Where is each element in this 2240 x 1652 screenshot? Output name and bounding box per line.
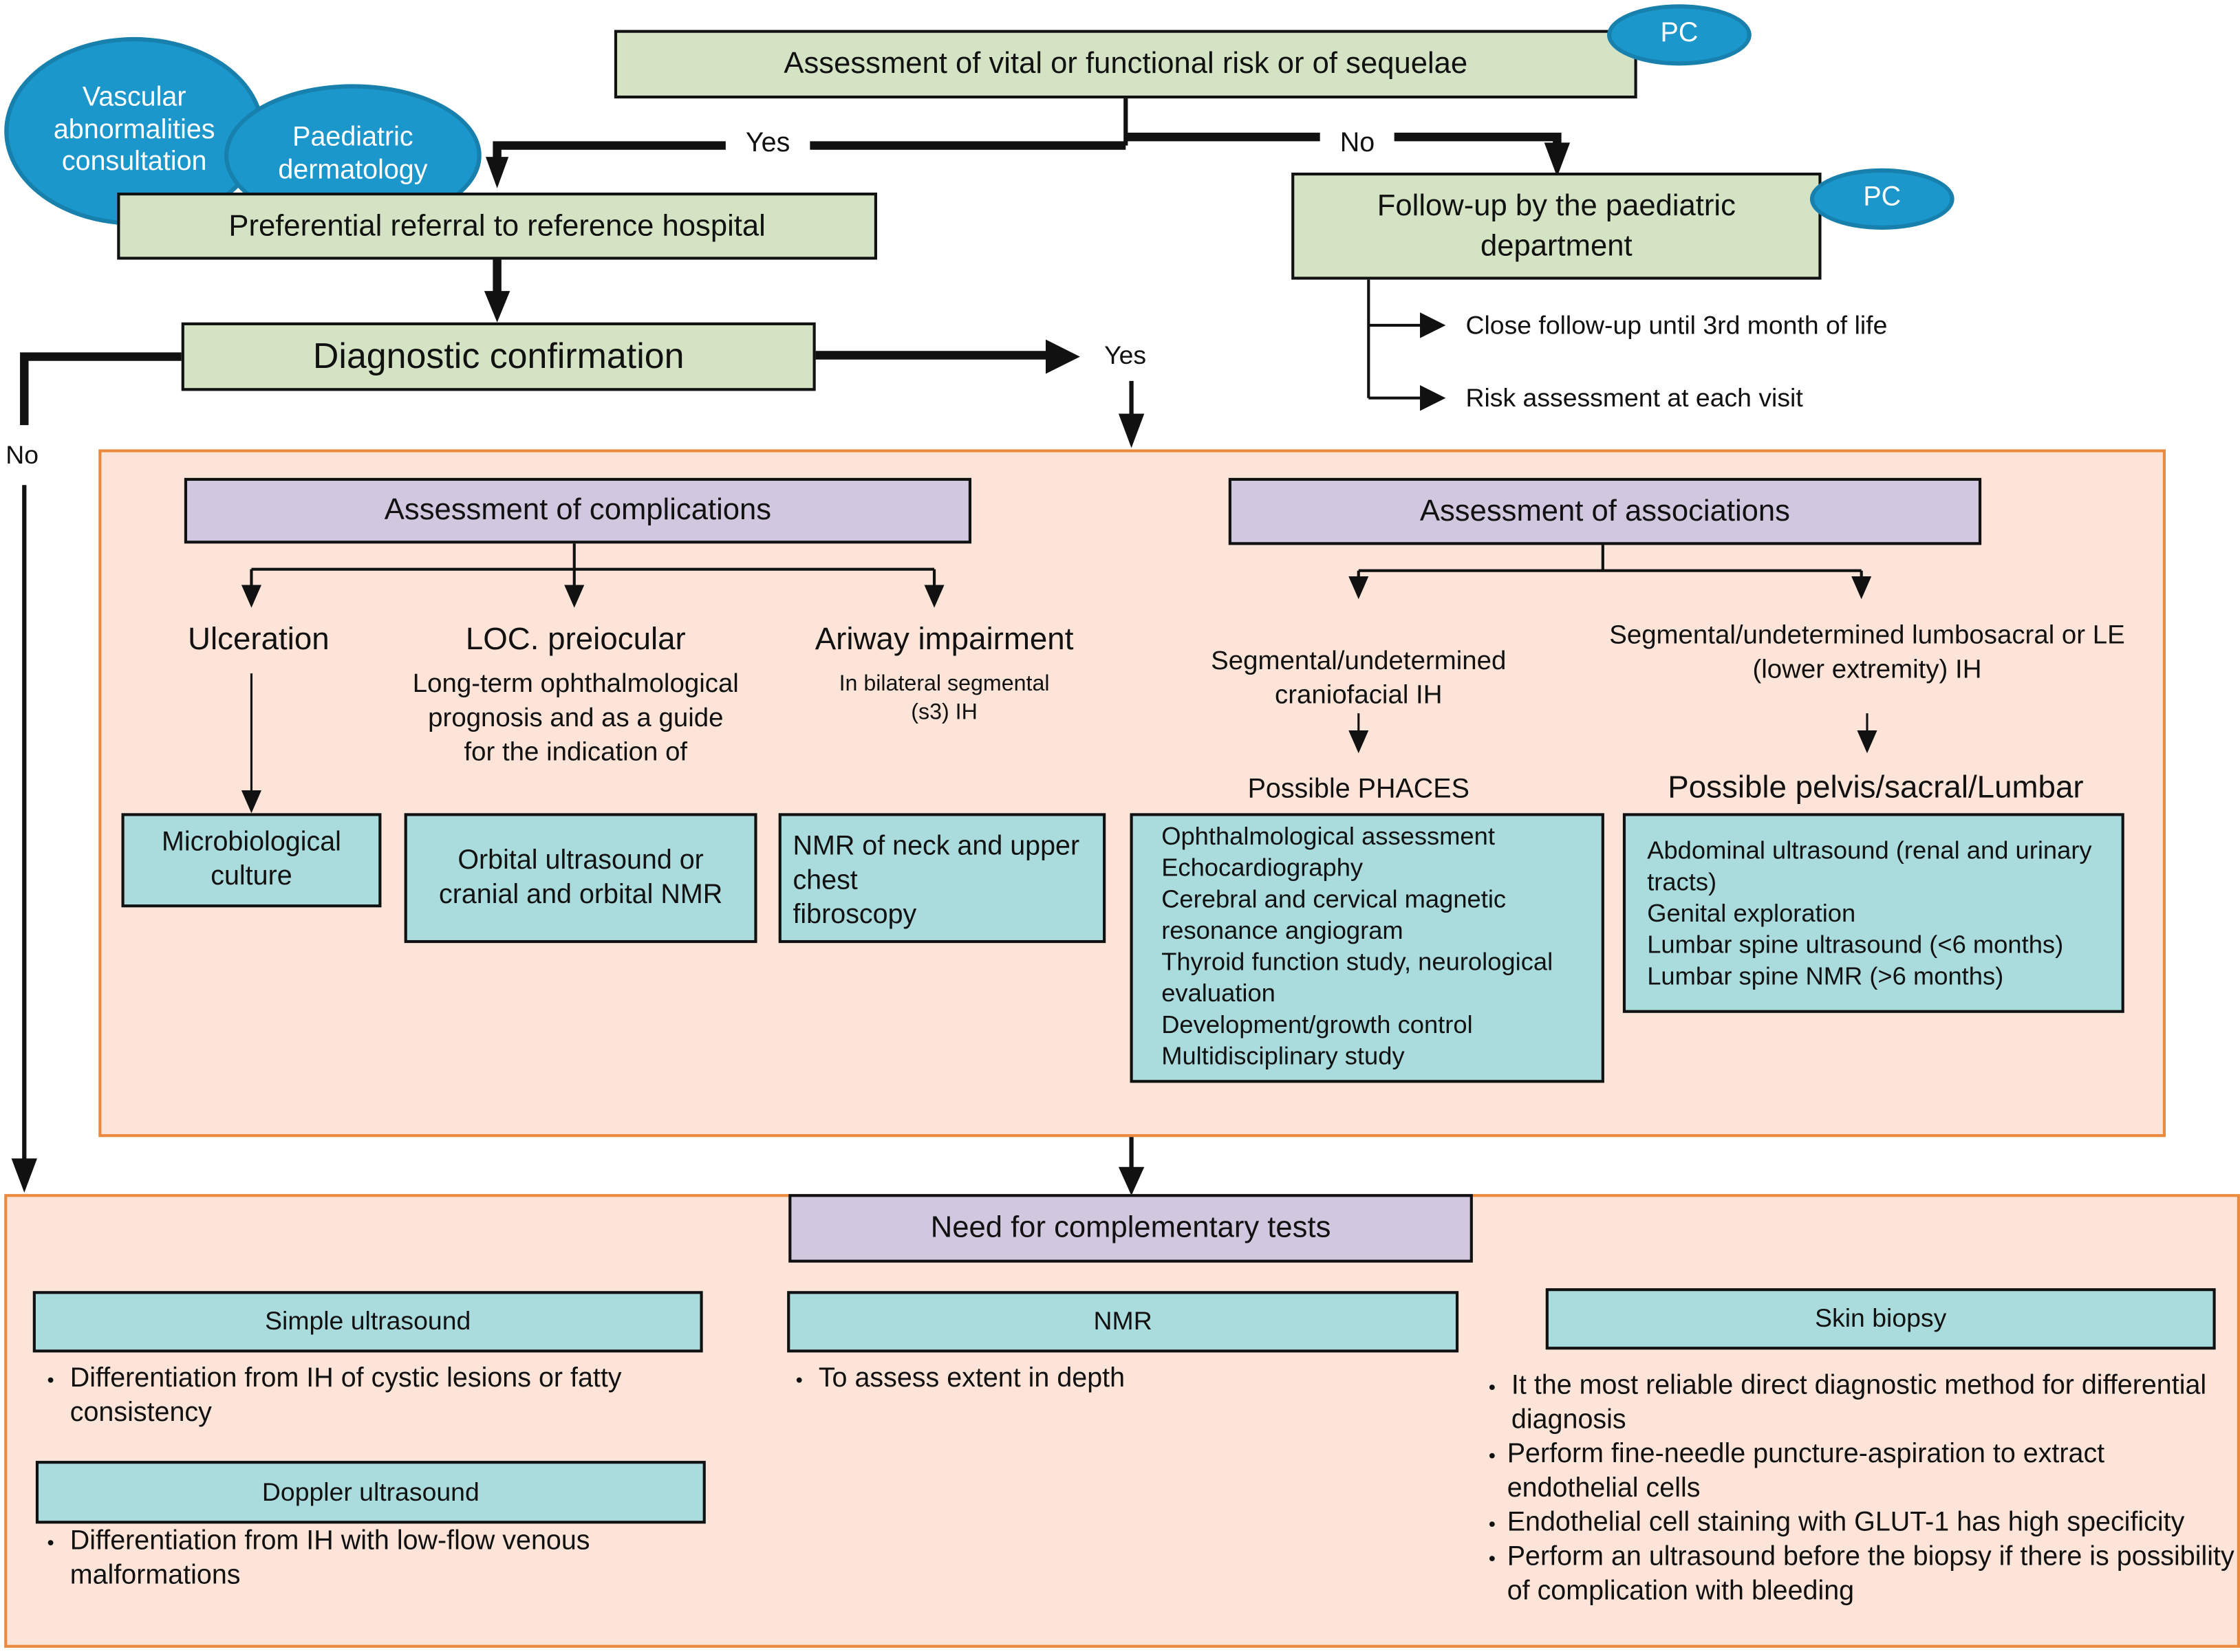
lumbosacral-heading: Segmental/undetermined lumbosacral or LE… <box>1609 619 2125 684</box>
microbiological-culture-box[interactable]: Microbiological culture <box>121 813 382 908</box>
pelvis-tests-box[interactable]: Abdominal ultrasound (renal and urinary … <box>1622 813 2124 1013</box>
test-item: Echocardiography <box>1161 853 1364 882</box>
pelvis-result: Possible pelvis/sacral/Lumbar <box>1668 769 2084 805</box>
test-item: Ophthalmological assessment <box>1161 821 1495 851</box>
associations-title: Assessment of associations <box>1419 494 1790 528</box>
microbiological-culture-label: Microbiological culture <box>161 827 341 892</box>
skin-biopsy-box[interactable]: Skin biopsy <box>1545 1288 2216 1350</box>
diagnostic-yes-label: Yes <box>1104 340 1147 370</box>
test-item: Genital exploration <box>1647 898 1856 928</box>
diagnostic-confirmation-box[interactable]: Diagnostic confirmation <box>181 322 816 391</box>
airway-test-2: chest <box>793 866 858 896</box>
pc-badge-risk: PC <box>1607 4 1752 66</box>
diagnostic-no-label: No <box>6 440 39 470</box>
orbital-ultrasound-label: Orbital ultrasound or cranial and orbita… <box>438 845 723 910</box>
airway-description: In bilateral segmental (s3) IH <box>839 671 1050 725</box>
ulceration-heading: Ulceration <box>187 620 330 657</box>
skin-biopsy-bullet: Endothelial cell staining with GLUT-1 ha… <box>1486 1506 2237 1541</box>
complications-header[interactable]: Assessment of complications <box>184 477 972 544</box>
simple-ultrasound-bullet: Differentiation from IH of cystic lesion… <box>44 1362 687 1431</box>
airway-test-1: NMR of neck and upper <box>793 832 1080 862</box>
risk-assessment-label: Assessment of vital or functional risk o… <box>784 47 1468 80</box>
connector-followup-items <box>1367 279 1446 411</box>
paediatric-dermatology-label: Paediatric dermatology <box>278 122 428 186</box>
followup-item-1: Close follow-up until 3rd month of life <box>1465 311 1888 340</box>
skin-biopsy-bullet: It the most reliable direct diagnostic m… <box>1486 1369 2237 1438</box>
followup-item-2: Risk assessment at each visit <box>1465 383 1803 413</box>
connector-complications-split <box>241 542 945 814</box>
skin-biopsy-bullet: Perform fine-needle puncture-aspiration … <box>1486 1438 2237 1507</box>
connector-associations-split <box>1348 543 1877 754</box>
doppler-ultrasound-box[interactable]: Doppler ultrasound <box>35 1461 706 1524</box>
airway-tests-box[interactable]: NMR of neck and upper chest fibroscopy <box>778 813 1106 944</box>
test-item: Development/growth control <box>1161 1010 1473 1039</box>
nmr-bullet: To assess extent in depth <box>793 1362 1435 1397</box>
skin-biopsy-bullets: It the most reliable direct diagnostic m… <box>1486 1369 2237 1609</box>
connector-diagnostic-no <box>11 352 182 1193</box>
phaces-result: Possible PHACES <box>1247 774 1469 805</box>
connector-referral-diagnostic <box>484 259 510 323</box>
simple-ultrasound-bullets: Differentiation from IH of cystic lesion… <box>44 1362 687 1431</box>
test-item: Cerebral and cervical magnetic resonance… <box>1161 884 1507 945</box>
test-item: Lumbar spine NMR (>6 months) <box>1647 961 2004 990</box>
preocular-description: Long-term ophthalmological prognosis and… <box>412 667 739 766</box>
diagnostic-confirmation-label: Diagnostic confirmation <box>312 336 685 376</box>
complementary-tests-title: Need for complementary tests <box>930 1211 1331 1244</box>
craniofacial-heading: Segmental/undetermined craniofacial IH <box>1211 644 1507 709</box>
airway-heading: Ariway impairment <box>815 620 1074 657</box>
followup-label: Follow-up by the paediatric department <box>1377 188 1736 262</box>
referral-box[interactable]: Preferential referral to reference hospi… <box>117 193 877 260</box>
associations-header[interactable]: Assessment of associations <box>1228 477 1982 545</box>
orbital-ultrasound-box[interactable]: Orbital ultrasound or cranial and orbita… <box>404 813 757 944</box>
doppler-ultrasound-bullets: Differentiation from IH with low-flow ve… <box>44 1525 687 1594</box>
test-item: Multidisciplinary study <box>1161 1041 1405 1070</box>
simple-ultrasound-box[interactable]: Simple ultrasound <box>32 1291 703 1353</box>
test-item: Thyroid function study, neurological eva… <box>1161 947 1553 1008</box>
preocular-heading: LOC. preiocular <box>465 620 686 657</box>
test-item: Abdominal ultrasound (renal and urinary … <box>1647 836 2092 896</box>
skin-biopsy-title: Skin biopsy <box>1815 1303 1947 1333</box>
nmr-bullets: To assess extent in depth <box>793 1362 1435 1397</box>
yes-label: Yes <box>725 128 810 160</box>
pc-badge-label: PC <box>1863 182 1902 213</box>
complementary-tests-header[interactable]: Need for complementary tests <box>788 1194 1473 1263</box>
skin-biopsy-bullet: Perform an ultrasound before the biopsy … <box>1486 1541 2237 1609</box>
risk-assessment-box[interactable]: Assessment of vital or functional risk o… <box>614 30 1637 99</box>
test-item: Lumbar spine ultrasound (<6 months) <box>1647 930 2064 959</box>
nmr-title: NMR <box>1093 1307 1152 1336</box>
pc-badge-label: PC <box>1660 19 1699 49</box>
referral-label: Preferential referral to reference hospi… <box>228 208 766 242</box>
doppler-ultrasound-title: Doppler ultrasound <box>261 1477 480 1506</box>
simple-ultrasound-title: Simple ultrasound <box>265 1307 471 1336</box>
pelvis-tests-list: Abdominal ultrasound (renal and urinary … <box>1647 834 2107 991</box>
followup-box[interactable]: Follow-up by the paediatric department <box>1291 172 1822 280</box>
airway-test-3: fibroscopy <box>793 900 917 931</box>
connector-risk-split <box>486 97 1571 188</box>
no-label: No <box>1320 128 1395 160</box>
complications-title: Assessment of complications <box>384 493 772 527</box>
connector-to-complementary <box>1118 1137 1145 1196</box>
connector-diagnostic-yes <box>814 339 1145 448</box>
vascular-consultation-label: Vascular abnormalities consultation <box>53 82 215 178</box>
doppler-ultrasound-bullet: Differentiation from IH with low-flow ve… <box>44 1525 687 1594</box>
nmr-box[interactable]: NMR <box>787 1291 1459 1353</box>
pc-badge-followup: PC <box>1809 168 1954 230</box>
